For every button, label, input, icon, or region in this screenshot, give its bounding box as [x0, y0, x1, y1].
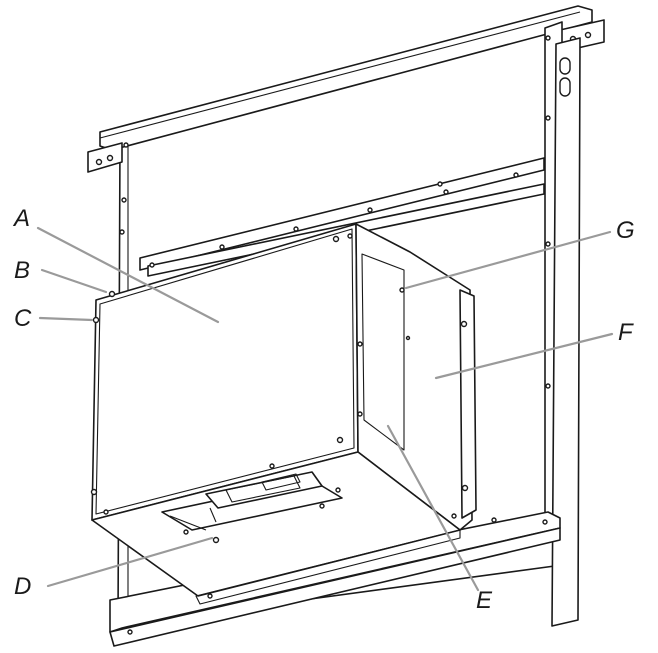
leader-b	[40, 268, 108, 294]
leader-a	[36, 226, 220, 324]
callout-label-e: E	[476, 587, 493, 614]
callout-label-a: A	[12, 205, 30, 232]
callout-label-d: D	[14, 573, 31, 600]
leader-e	[386, 424, 480, 592]
callout-label-f: F	[618, 319, 634, 346]
left-mounting-bracket	[87, 142, 123, 173]
leader-d	[46, 536, 214, 588]
leader-c	[38, 316, 94, 322]
callout-label-c: C	[14, 305, 32, 332]
right-side-frame	[544, 21, 581, 627]
callout-label-g: G	[616, 217, 635, 244]
leader-f	[434, 332, 614, 380]
leader-lines	[36, 226, 614, 592]
blower-box	[90, 223, 477, 605]
leader-g	[404, 230, 612, 290]
side-window	[361, 253, 405, 451]
callout-label-b: B	[14, 257, 30, 284]
motor-flange	[459, 289, 477, 519]
base-rail	[109, 511, 561, 647]
